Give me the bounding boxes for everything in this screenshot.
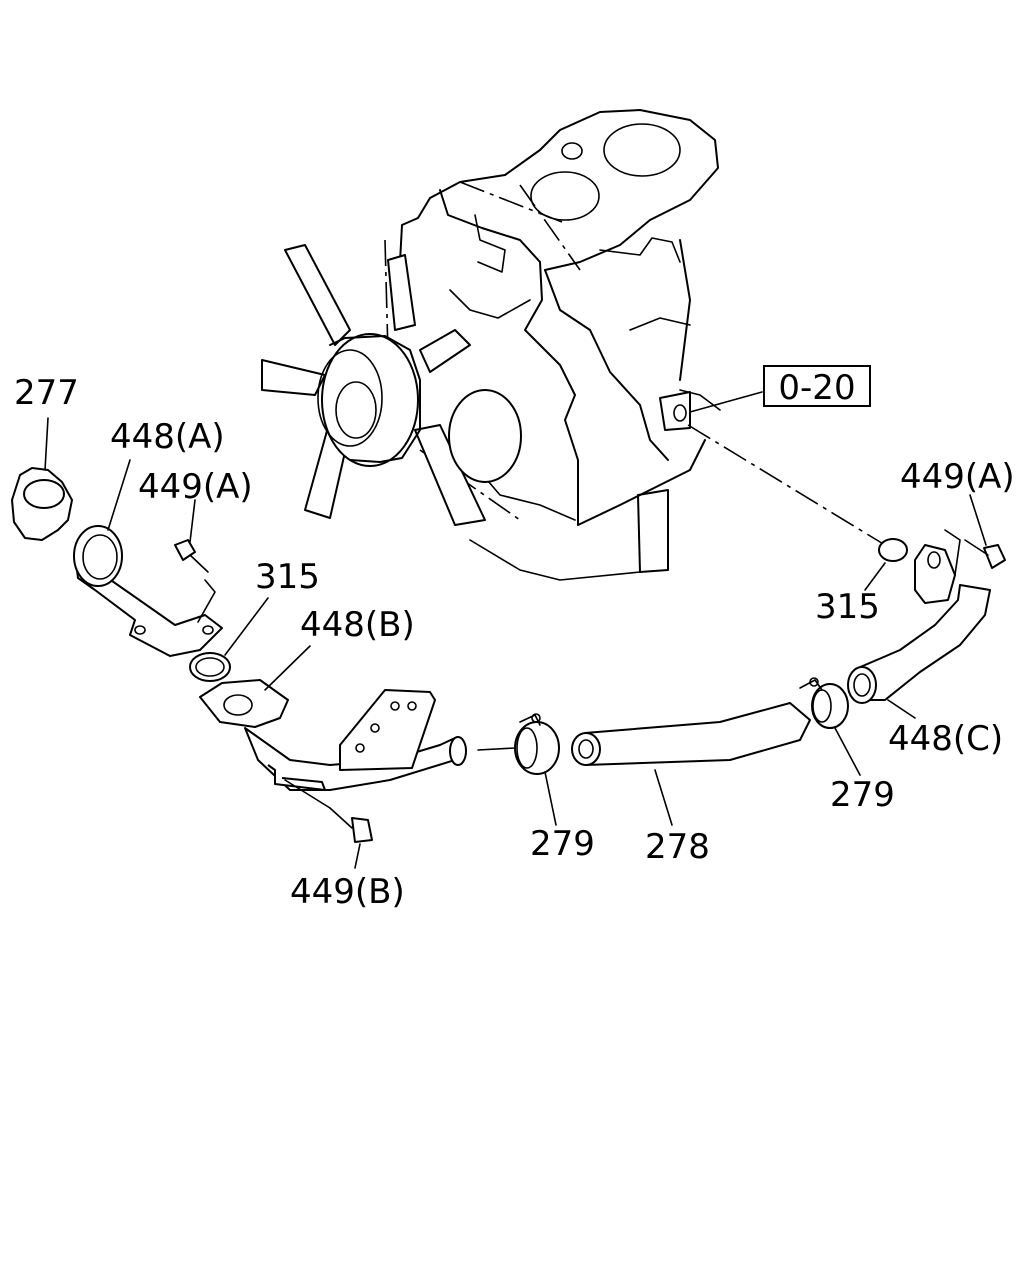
label-449a-left: 449(A): [138, 467, 253, 507]
label-449b: 449(B): [290, 872, 405, 912]
label-448a: 448(A): [110, 417, 225, 457]
hose-clamp-right: [799, 677, 849, 729]
bolt-right-upper: [964, 539, 1006, 569]
label-448c: 448(C): [888, 719, 1003, 759]
hose-clamp-left: [514, 713, 560, 775]
label-279-right: 279: [830, 775, 895, 815]
reference-box: 0-20: [763, 365, 871, 408]
label-449a-right: 449(A): [900, 457, 1015, 497]
label-277: 277: [14, 373, 79, 413]
label-278: 278: [645, 827, 710, 867]
label-315-left: 315: [255, 557, 320, 597]
water-pipe-with-bracket: [199, 679, 467, 791]
filler-neck: [73, 525, 223, 657]
cooling-fan: [261, 244, 522, 526]
label-279-left: 279: [530, 824, 595, 864]
radiator-cap: [11, 467, 73, 541]
reference-label: 0-20: [778, 368, 855, 408]
label-315-right: 315: [815, 587, 880, 627]
outlet-pipe: [847, 529, 991, 704]
bolt-left-upper: [174, 539, 209, 573]
o-ring-right: [878, 538, 908, 562]
radiator-hose: [571, 702, 811, 766]
label-448b: 448(B): [300, 605, 415, 645]
bolt-lower: [284, 779, 373, 843]
